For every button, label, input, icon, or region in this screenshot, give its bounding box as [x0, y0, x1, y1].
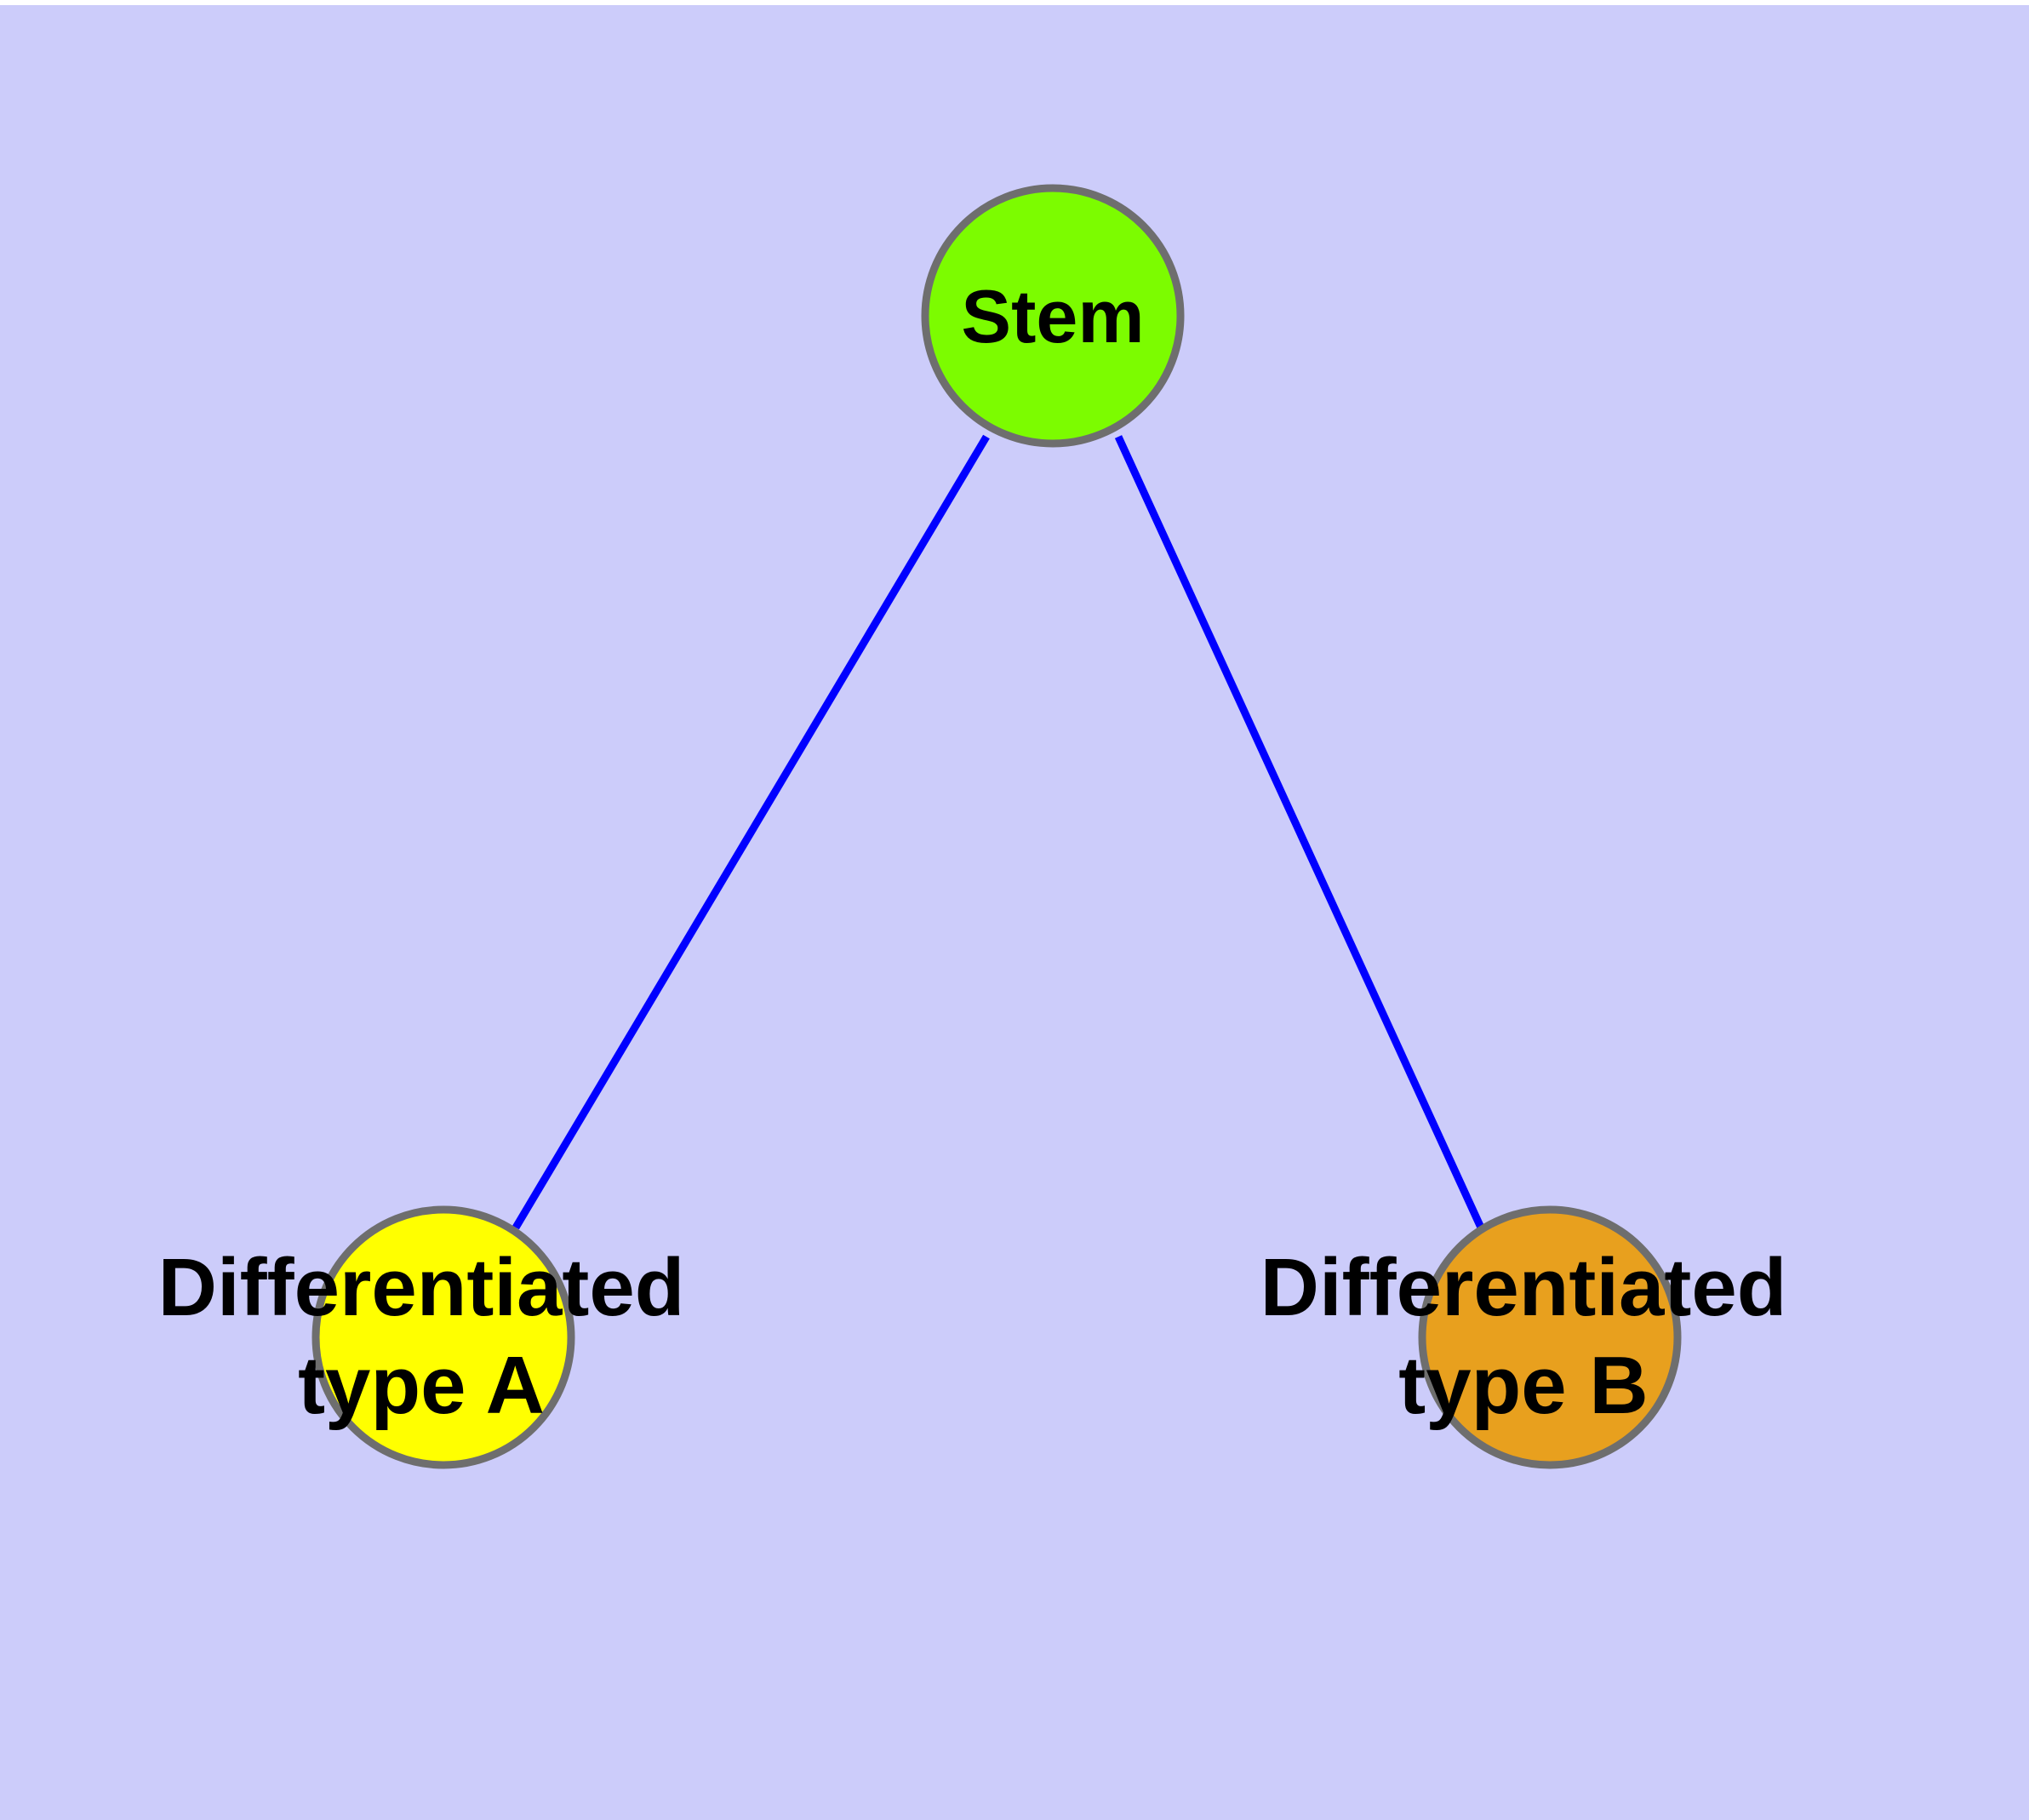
- node-label-differentiated-type-a-line1: Differentiated: [158, 1242, 685, 1333]
- edge-stem-to-differentiated-type-b: [1114, 435, 1485, 1229]
- node-differentiated-type-b[interactable]: [1418, 1205, 1682, 1469]
- node-label-stem: Stem: [961, 274, 1144, 358]
- nodes-layer: [311, 184, 1682, 1469]
- labels-layer: Stem Differentiated type A Differentiate…: [158, 274, 1787, 1431]
- node-label-differentiated-type-a-line2: type A: [298, 1340, 545, 1431]
- node-stem[interactable]: [921, 184, 1185, 448]
- node-label-differentiated-type-b-line2: type B: [1398, 1340, 1648, 1431]
- node-label-differentiated-type-b-line1: Differentiated: [1260, 1242, 1787, 1333]
- edge-stem-to-differentiated-type-a: [512, 434, 990, 1230]
- edges-layer: [512, 434, 1485, 1230]
- node-differentiated-type-a[interactable]: [311, 1205, 575, 1469]
